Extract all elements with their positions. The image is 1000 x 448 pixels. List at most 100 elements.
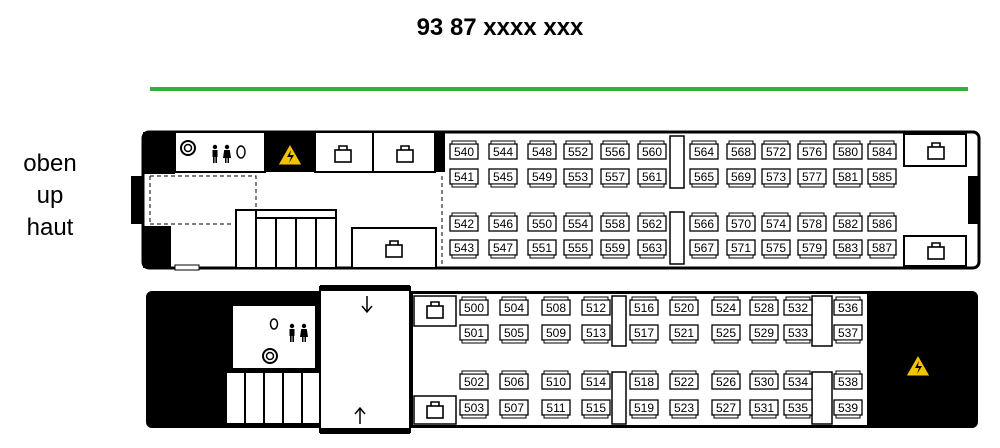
seat[interactable]: 584 (867, 140, 897, 160)
seat[interactable]: 546 (488, 212, 518, 232)
seat[interactable]: 506 (499, 370, 529, 390)
seat[interactable]: 552 (563, 140, 593, 160)
seat-number: 532 (788, 301, 808, 315)
seat[interactable]: 545 (488, 168, 518, 188)
seat[interactable]: 549 (527, 168, 557, 188)
seat[interactable]: 575 (761, 239, 791, 259)
seat[interactable]: 576 (797, 140, 827, 160)
seat-number: 563 (642, 241, 662, 255)
seat[interactable]: 535 (783, 399, 813, 419)
seat[interactable]: 543 (449, 239, 479, 259)
seat[interactable]: 511 (541, 399, 571, 419)
seat[interactable]: 569 (726, 168, 756, 188)
seat[interactable]: 519 (629, 399, 659, 419)
seat-number: 501 (464, 326, 484, 340)
seat[interactable]: 586 (867, 212, 897, 232)
seat[interactable]: 581 (833, 168, 863, 188)
seat[interactable]: 566 (689, 212, 719, 232)
seat[interactable]: 547 (488, 239, 518, 259)
seat[interactable]: 517 (629, 324, 659, 344)
seat[interactable]: 512 (581, 296, 611, 316)
seat[interactable]: 540 (449, 140, 479, 160)
seat[interactable]: 533 (783, 324, 813, 344)
seat[interactable]: 527 (711, 399, 741, 419)
seat[interactable]: 531 (749, 399, 779, 419)
seat[interactable]: 557 (600, 168, 630, 188)
seat[interactable]: 513 (581, 324, 611, 344)
seat[interactable]: 585 (867, 168, 897, 188)
seat[interactable]: 505 (499, 324, 529, 344)
seat[interactable]: 560 (637, 140, 667, 160)
seat[interactable]: 538 (833, 370, 863, 390)
seat-number: 522 (674, 375, 694, 389)
seat[interactable]: 544 (488, 140, 518, 160)
seat-number: 505 (504, 326, 524, 340)
seat[interactable]: 524 (711, 296, 741, 316)
seat[interactable]: 583 (833, 239, 863, 259)
seat[interactable]: 556 (600, 140, 630, 160)
seat[interactable]: 570 (726, 212, 756, 232)
seat[interactable]: 587 (867, 239, 897, 259)
seat[interactable]: 516 (629, 296, 659, 316)
seat[interactable]: 553 (563, 168, 593, 188)
seat-number: 538 (838, 375, 858, 389)
seat-number: 578 (802, 217, 822, 231)
seat[interactable]: 554 (563, 212, 593, 232)
seat[interactable]: 521 (669, 324, 699, 344)
seat[interactable]: 567 (689, 239, 719, 259)
seat[interactable]: 515 (581, 399, 611, 419)
seat[interactable]: 580 (833, 140, 863, 160)
seat[interactable]: 504 (499, 296, 529, 316)
seat[interactable]: 548 (527, 140, 557, 160)
seat[interactable]: 529 (749, 324, 779, 344)
seat[interactable]: 541 (449, 168, 479, 188)
seat[interactable]: 510 (541, 370, 571, 390)
seat[interactable]: 530 (749, 370, 779, 390)
seat[interactable]: 534 (783, 370, 813, 390)
seat-number: 523 (674, 401, 694, 415)
seat[interactable]: 537 (833, 324, 863, 344)
seat[interactable]: 571 (726, 239, 756, 259)
seat[interactable]: 525 (711, 324, 741, 344)
seat[interactable]: 564 (689, 140, 719, 160)
seat[interactable]: 539 (833, 399, 863, 419)
seat[interactable]: 528 (749, 296, 779, 316)
seat[interactable]: 559 (600, 239, 630, 259)
seat[interactable]: 523 (669, 399, 699, 419)
seat[interactable]: 573 (761, 168, 791, 188)
seat[interactable]: 565 (689, 168, 719, 188)
seat[interactable]: 561 (637, 168, 667, 188)
seat-number: 514 (586, 375, 606, 389)
seat[interactable]: 550 (527, 212, 557, 232)
seat[interactable]: 551 (527, 239, 557, 259)
seat[interactable]: 503 (459, 399, 489, 419)
seat[interactable]: 574 (761, 212, 791, 232)
seat-number: 564 (694, 145, 714, 159)
seat[interactable]: 536 (833, 296, 863, 316)
seat[interactable]: 579 (797, 239, 827, 259)
seat[interactable]: 514 (581, 370, 611, 390)
seat[interactable]: 507 (499, 399, 529, 419)
seat-number: 543 (454, 241, 474, 255)
seat[interactable]: 572 (761, 140, 791, 160)
seat[interactable]: 509 (541, 324, 571, 344)
seat[interactable]: 555 (563, 239, 593, 259)
seat[interactable]: 577 (797, 168, 827, 188)
seat[interactable]: 562 (637, 212, 667, 232)
seat[interactable]: 578 (797, 212, 827, 232)
seat[interactable]: 563 (637, 239, 667, 259)
seat[interactable]: 501 (459, 324, 489, 344)
seat[interactable]: 518 (629, 370, 659, 390)
seat[interactable]: 508 (541, 296, 571, 316)
seat[interactable]: 542 (449, 212, 479, 232)
lower-deck: 500 501 504 505 508 509 512 513 516 517 520 521 524 5… (146, 285, 978, 434)
seat[interactable]: 582 (833, 212, 863, 232)
seat[interactable]: 568 (726, 140, 756, 160)
seat[interactable]: 500 (459, 296, 489, 316)
seat[interactable]: 502 (459, 370, 489, 390)
seat[interactable]: 522 (669, 370, 699, 390)
seat[interactable]: 558 (600, 212, 630, 232)
seat[interactable]: 520 (669, 296, 699, 316)
seat[interactable]: 532 (783, 296, 813, 316)
seat[interactable]: 526 (711, 370, 741, 390)
